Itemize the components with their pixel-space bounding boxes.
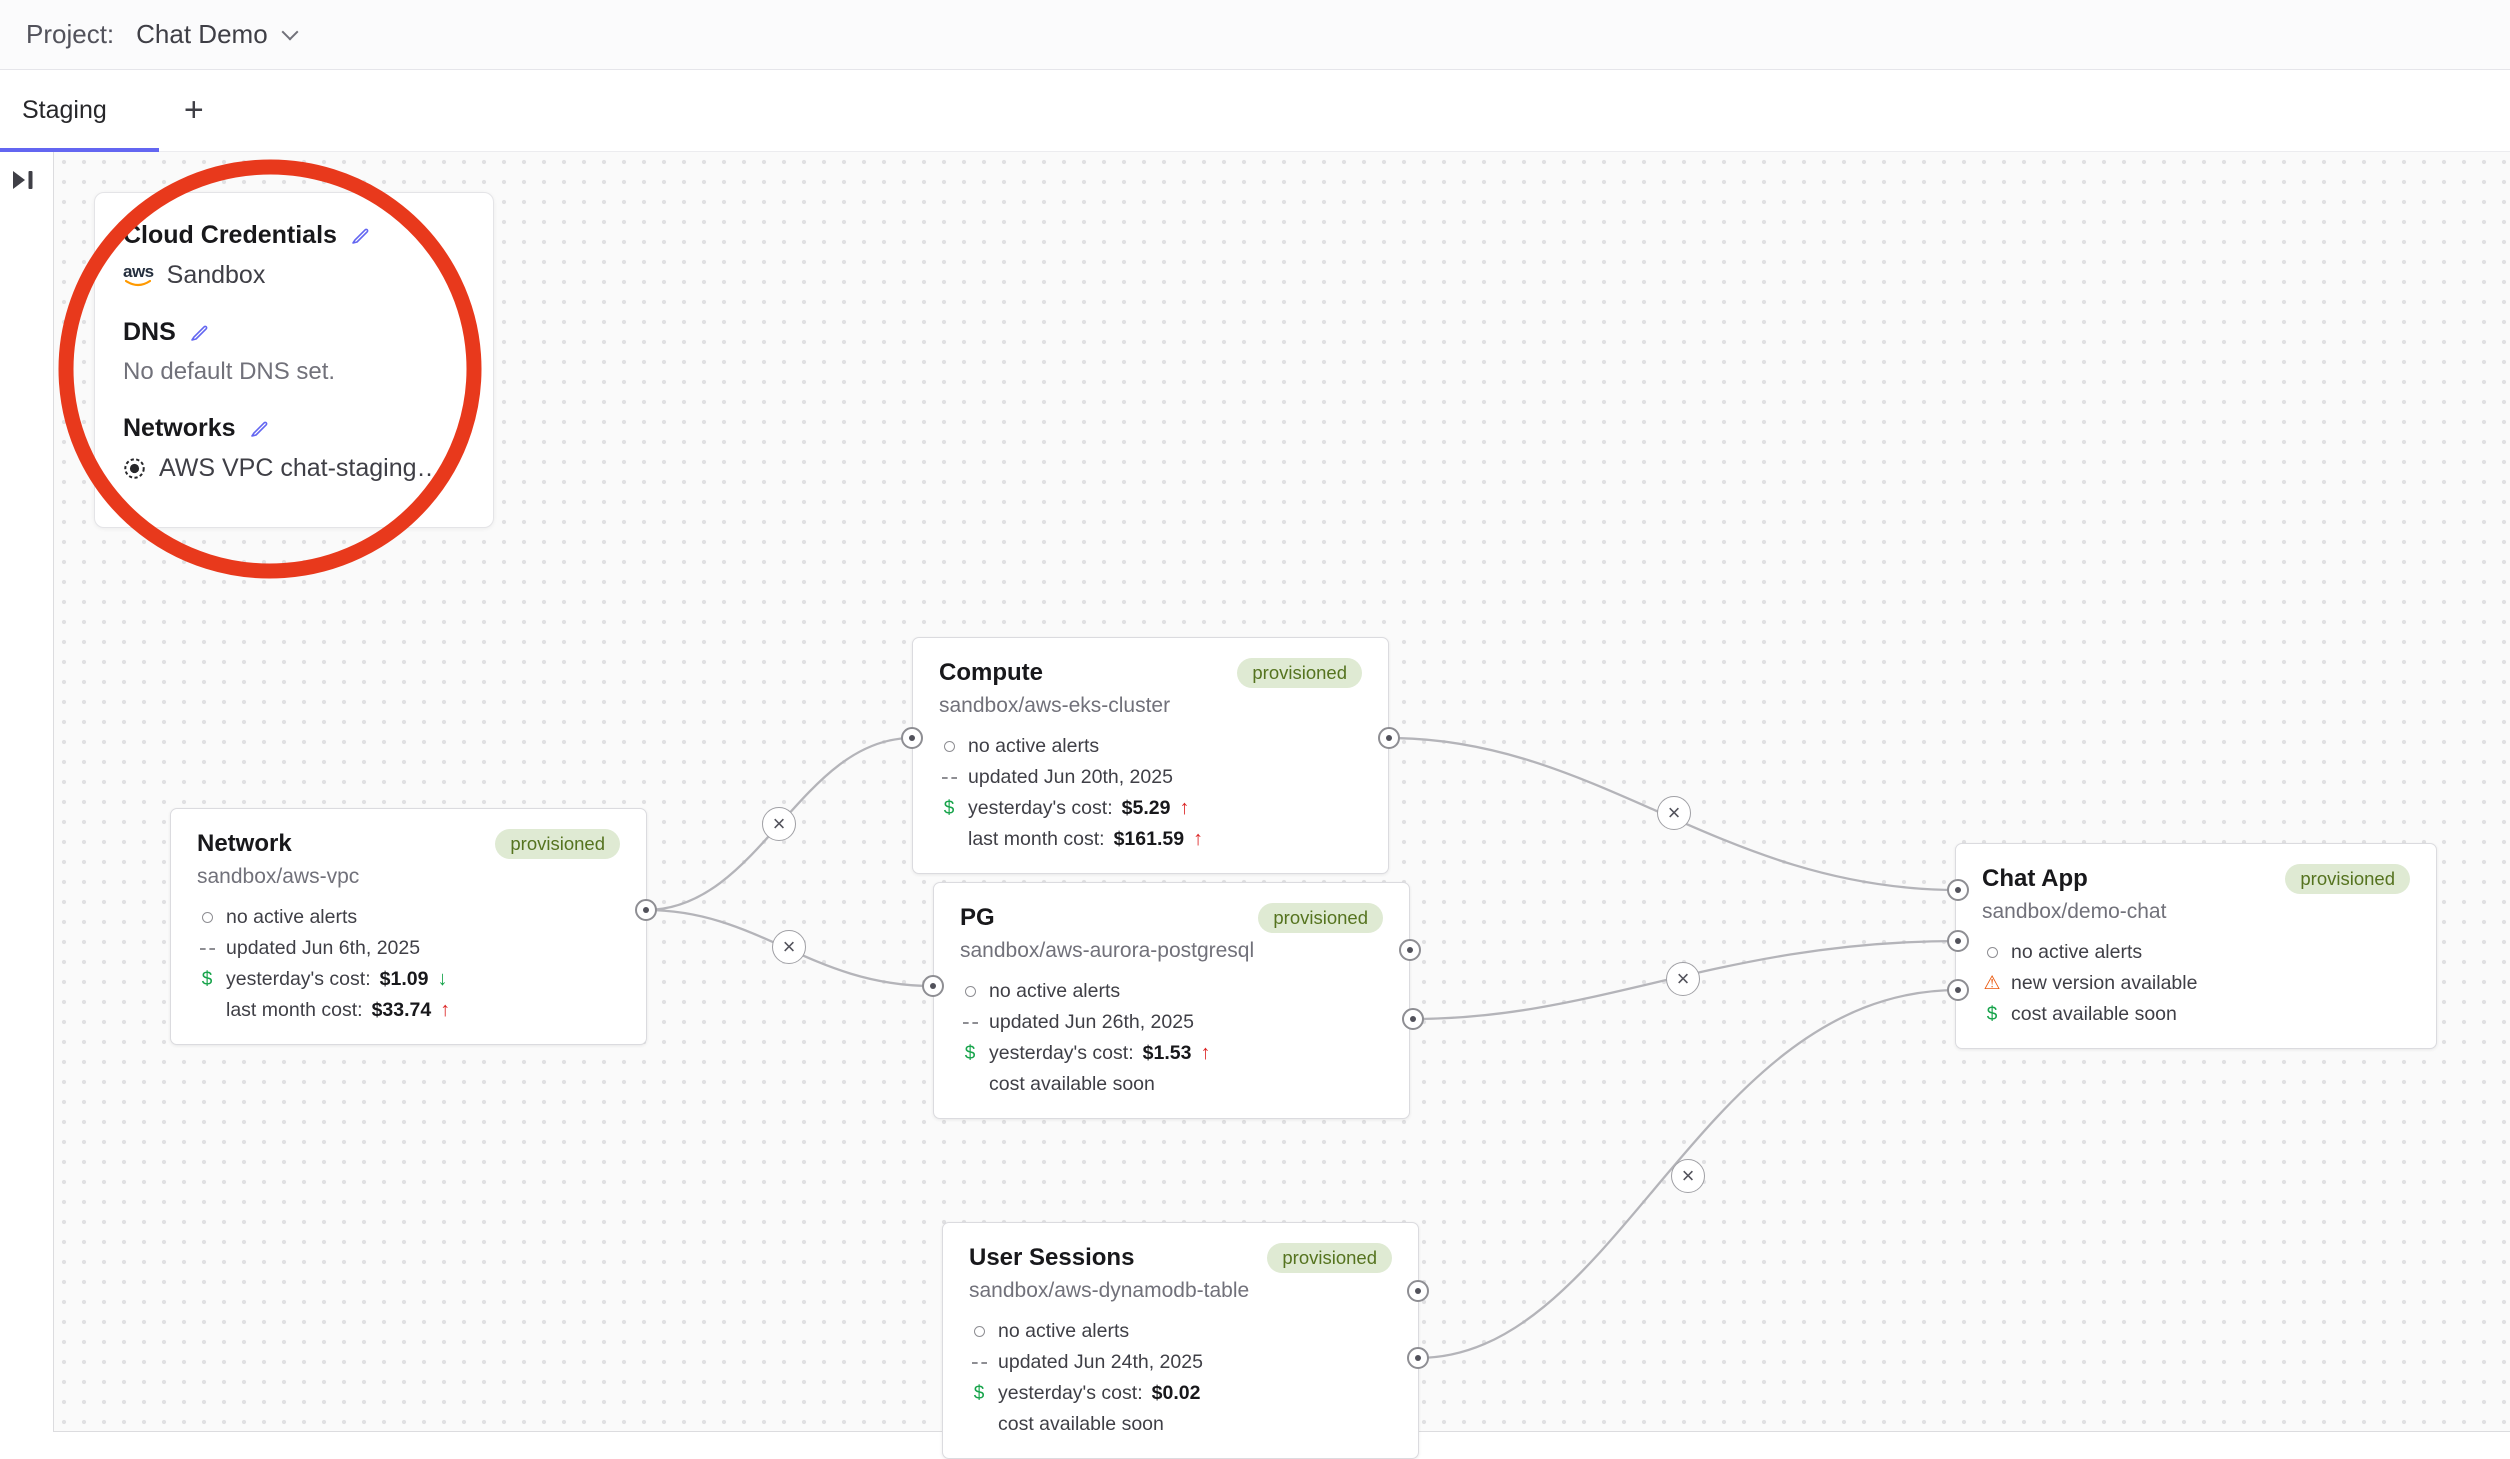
trend-down-icon: ↓ — [437, 968, 448, 990]
network-name: AWS VPC chat-staging… — [159, 454, 442, 482]
port-compute-in[interactable] — [901, 727, 923, 749]
expand-panel-icon[interactable] — [6, 164, 40, 196]
updated-dashes-icon — [939, 776, 959, 779]
cost-soon-row: cost available soon — [998, 1413, 1164, 1435]
edge-delete-button[interactable]: × — [1657, 796, 1691, 830]
node-subtitle: sandbox/aws-eks-cluster — [939, 694, 1171, 717]
node-subtitle: sandbox/aws-aurora-postgresql — [960, 939, 1255, 962]
port-chatapp-in-2[interactable] — [1947, 930, 1969, 952]
cost-soon-row: $ cost available soon — [1982, 1003, 2410, 1026]
status-badge: provisioned — [2285, 864, 2410, 894]
cost-row: $ yesterday's cost:$5.29 ↑ — [939, 797, 1362, 820]
dollar-icon: $ — [964, 1042, 976, 1064]
tab-staging[interactable]: Staging — [0, 70, 159, 152]
networks-section: Networks AWS VPC chat-staging… — [123, 414, 465, 483]
port-sessions-out-2[interactable] — [1407, 1347, 1429, 1369]
node-title: Chat App — [1982, 865, 2088, 892]
tab-bar: Staging + — [0, 70, 2510, 152]
cost-row: $ yesterday's cost:$1.53 ↑ — [960, 1042, 1383, 1065]
environment-settings-panel: Cloud Credentials aws Sandbox DNS No def… — [94, 192, 494, 528]
project-selector[interactable]: Chat Demo — [136, 19, 299, 50]
alert-row: no active alerts — [960, 980, 1383, 1003]
cost-row-2: last month cost:$33.74 ↑ — [226, 999, 451, 1021]
warning-icon: ⚠ — [1983, 973, 2001, 994]
warning-row: ⚠ new version available — [1983, 972, 2198, 994]
alert-row: no active alerts — [1982, 941, 2410, 964]
node-subtitle: sandbox/aws-dynamodb-table — [969, 1279, 1250, 1302]
port-network-out[interactable] — [635, 899, 657, 921]
edge-delete-button[interactable]: × — [762, 807, 796, 841]
dollar-icon: $ — [1986, 1003, 1998, 1025]
alert-circle-icon — [939, 741, 959, 752]
globe-icon — [123, 457, 146, 480]
port-chatapp-in-1[interactable] — [1947, 879, 1969, 901]
node-subtitle: sandbox/aws-vpc — [197, 865, 360, 888]
chevron-down-icon — [281, 23, 299, 40]
dns-empty-text: No default DNS set. — [123, 358, 336, 385]
cloud-credentials-section: Cloud Credentials aws Sandbox — [123, 221, 465, 290]
alert-row: no active alerts — [939, 735, 1362, 758]
alert-circle-icon — [960, 986, 980, 997]
alert-circle-icon — [197, 912, 217, 923]
updated-row: updated Jun 24th, 2025 — [969, 1351, 1392, 1374]
port-pg-in[interactable] — [922, 975, 944, 997]
status-badge: provisioned — [1267, 1243, 1392, 1273]
edge-delete-button[interactable]: × — [772, 930, 806, 964]
top-bar: Project: Chat Demo — [0, 0, 2510, 70]
status-badge: provisioned — [1258, 903, 1383, 933]
updated-row: updated Jun 20th, 2025 — [939, 766, 1362, 789]
updated-dashes-icon — [960, 1021, 980, 1024]
node-title: Network — [197, 830, 292, 857]
alert-row: no active alerts — [197, 906, 620, 929]
port-sessions-out-1[interactable] — [1407, 1280, 1429, 1302]
edit-icon[interactable] — [189, 323, 209, 343]
port-pg-out-1[interactable] — [1399, 939, 1421, 961]
aws-logo-icon: aws — [123, 263, 154, 288]
project-label: Project: — [26, 19, 115, 49]
dollar-icon: $ — [943, 797, 955, 819]
credential-name: Sandbox — [166, 261, 266, 289]
status-badge: provisioned — [495, 829, 620, 859]
port-chatapp-in-3[interactable] — [1947, 979, 1969, 1001]
add-tab-button[interactable]: + — [183, 91, 204, 129]
status-badge: provisioned — [1237, 658, 1362, 688]
node-title: Compute — [939, 659, 1043, 686]
dns-section: DNS No default DNS set. — [123, 318, 465, 386]
node-compute[interactable]: Compute provisioned sandbox/aws-eks-clus… — [912, 637, 1389, 874]
section-title: DNS — [123, 318, 176, 346]
node-network[interactable]: Network provisioned sandbox/aws-vpc no a… — [170, 808, 647, 1045]
port-compute-out[interactable] — [1378, 727, 1400, 749]
node-title: PG — [960, 904, 995, 931]
edit-icon[interactable] — [350, 226, 370, 246]
dollar-icon: $ — [201, 968, 213, 990]
node-user-sessions[interactable]: User Sessions provisioned sandbox/aws-dy… — [942, 1222, 1419, 1459]
cost-soon-row: cost available soon — [989, 1073, 1155, 1095]
alert-circle-icon — [969, 1326, 989, 1337]
trend-up-icon: ↑ — [1193, 828, 1204, 850]
updated-dashes-icon — [969, 1361, 989, 1364]
node-title: User Sessions — [969, 1244, 1135, 1271]
cost-row: $ yesterday's cost:$0.02 — [969, 1382, 1392, 1405]
alert-row: no active alerts — [969, 1320, 1392, 1343]
section-title: Cloud Credentials — [123, 221, 337, 249]
node-chat-app[interactable]: Chat App provisioned sandbox/demo-chat n… — [1955, 843, 2437, 1049]
alert-circle-icon — [1982, 947, 2002, 958]
trend-up-icon: ↑ — [440, 999, 451, 1021]
port-pg-out-2[interactable] — [1402, 1008, 1424, 1030]
updated-row: updated Jun 26th, 2025 — [960, 1011, 1383, 1034]
cost-row: $ yesterday's cost:$1.09 ↓ — [197, 968, 620, 991]
edge-delete-button[interactable]: × — [1671, 1159, 1705, 1193]
updated-dashes-icon — [197, 947, 217, 950]
updated-row: updated Jun 6th, 2025 — [197, 937, 620, 960]
trend-up-icon: ↑ — [1200, 1042, 1211, 1064]
dollar-icon: $ — [973, 1382, 985, 1404]
node-subtitle: sandbox/demo-chat — [1982, 900, 2167, 923]
edge-delete-button[interactable]: × — [1666, 962, 1700, 996]
section-title: Networks — [123, 414, 236, 442]
project-name: Chat Demo — [136, 19, 268, 49]
node-pg[interactable]: PG provisioned sandbox/aws-aurora-postgr… — [933, 882, 1410, 1119]
edit-icon[interactable] — [249, 419, 269, 439]
cost-row-2: last month cost:$161.59 ↑ — [968, 828, 1204, 850]
trend-up-icon: ↑ — [1179, 797, 1190, 819]
